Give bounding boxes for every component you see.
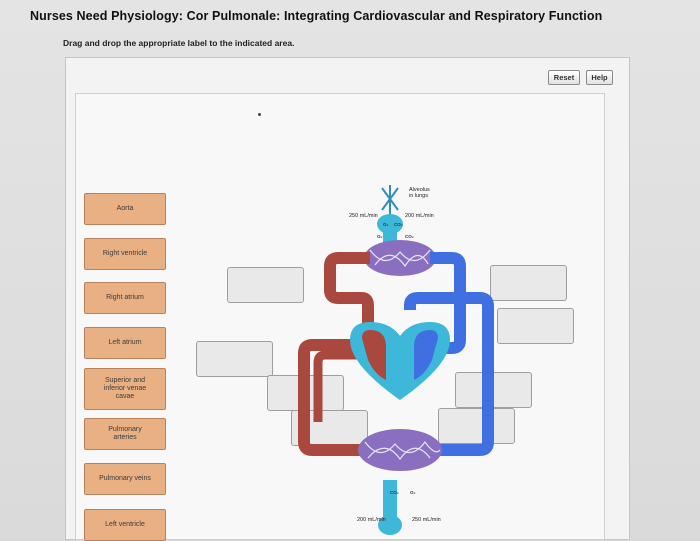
alveolus-label: Alveolus in lungs — [409, 187, 430, 199]
label-tile-pulmonary-arteries[interactable]: Pulmonary arteries — [84, 418, 166, 450]
vena-cava-vessel — [313, 350, 368, 422]
co2-label-bottom: CO₂ — [390, 490, 399, 495]
label-tile-pulmonary-veins[interactable]: Pulmonary veins — [84, 463, 166, 495]
reset-button[interactable]: Reset — [548, 70, 580, 85]
instruction-text: Drag and drop the appropriate label to t… — [63, 38, 295, 48]
circulation-diagram — [298, 185, 494, 535]
co2-arrow-label-top: CO₂ — [405, 234, 414, 239]
heart — [350, 322, 450, 400]
label-tile-aorta[interactable]: Aorta — [84, 193, 166, 225]
label-tile-right-atrium[interactable]: Right atrium — [84, 282, 166, 314]
alveolus-bottom — [378, 480, 402, 535]
o2-arrow-label-top: O₂ — [377, 234, 383, 239]
drop-target-1[interactable] — [227, 267, 304, 303]
marker-dot — [258, 113, 261, 116]
flow-label-top-left: 250 mL/min — [349, 213, 378, 219]
label-tile-left-ventricle[interactable]: Left ventricle — [84, 509, 166, 541]
systemic-capillary-bed — [358, 429, 442, 471]
flow-label-bottom-right: 250 mL/min — [412, 517, 441, 523]
drop-target-8[interactable] — [438, 408, 515, 444]
label-tile-right-ventricle[interactable]: Right ventricle — [84, 238, 166, 270]
o2-label-top: O₂ — [383, 222, 389, 227]
systemic-vein-vessel — [404, 292, 494, 456]
page-title: Nurses Need Physiology: Cor Pulmonale: I… — [30, 9, 603, 23]
label-tile-left-atrium[interactable]: Left atrium — [84, 327, 166, 359]
drop-target-4[interactable] — [196, 341, 273, 377]
drop-target-3[interactable] — [497, 308, 574, 344]
pulmonary-capillary-bed — [364, 240, 436, 276]
label-tile-venae-cavae[interactable]: Superior and inferior venae cavae — [84, 368, 166, 410]
aorta-vessel — [298, 339, 370, 456]
flow-label-bottom-left: 200 mL/min — [357, 517, 386, 523]
flow-label-top-right: 200 mL/min — [405, 213, 434, 219]
pulmonary-artery-vessel — [324, 252, 374, 340]
drop-target-2[interactable] — [490, 265, 567, 301]
co2-label-top: CO₂ — [394, 222, 403, 227]
help-button[interactable]: Help — [586, 70, 613, 85]
o2-label-bottom: O₂ — [410, 490, 416, 495]
